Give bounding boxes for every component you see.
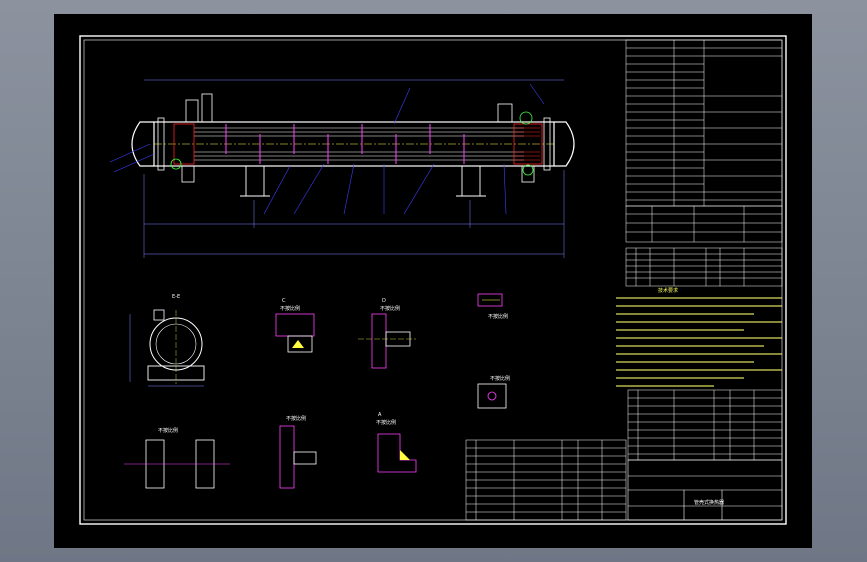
nozzle-bottom-front xyxy=(181,165,195,183)
front-head xyxy=(131,121,154,167)
detail-a-weld-symbol xyxy=(400,450,410,460)
nozzle-table xyxy=(625,247,783,287)
design-data-table xyxy=(625,39,783,207)
cad-drawing: 技术要求 管壳式换热器 xyxy=(79,35,787,525)
title-block-label: 管壳式换热器 xyxy=(694,499,724,506)
weld-callout-3 xyxy=(522,164,534,176)
detail-gasket: 不按比例 xyxy=(477,293,508,320)
nozzle-bottom-rear xyxy=(521,165,535,183)
detail-c-scale: 不按比例 xyxy=(280,305,300,312)
nozzle-vent xyxy=(201,93,213,123)
technical-notes: 技术要求 xyxy=(616,287,782,387)
detail-support-scale: 不按比例 xyxy=(490,375,510,382)
detail-a-profile xyxy=(377,433,417,473)
detail-a-scale: 不按比例 xyxy=(376,419,396,426)
baffles xyxy=(225,124,465,164)
rear-hatch-lines xyxy=(516,127,540,161)
title-block xyxy=(627,459,783,521)
parts-list-bottom xyxy=(465,439,627,521)
detail-c-weld-symbol xyxy=(292,340,304,348)
detail-c: C 不按比例 xyxy=(275,298,315,353)
section-e-e-title: E-E xyxy=(172,294,180,300)
detail-b-scale: 不按比例 xyxy=(286,415,306,422)
detail-d: D 不按比例 xyxy=(358,298,416,369)
detail-baffle-scale: 不按比例 xyxy=(158,427,178,434)
drawing-sheet: 技术要求 管壳式换热器 xyxy=(54,14,812,548)
weld-callout-2 xyxy=(170,158,182,170)
rear-flange xyxy=(543,117,551,171)
rear-head xyxy=(554,121,575,167)
detail-support-plate xyxy=(477,383,507,409)
weld-callout-1 xyxy=(519,111,533,125)
detail-baffle: 不按比例 xyxy=(124,427,230,489)
detail-a-title: A xyxy=(378,412,382,418)
detail-gasket-scale: 不按比例 xyxy=(488,313,508,320)
detail-b: 不按比例 xyxy=(279,415,317,489)
saddle-support-right xyxy=(461,165,481,197)
parts-list-right xyxy=(627,389,783,461)
detail-support-bolt-hole xyxy=(487,391,497,401)
notes-title: 技术要求 xyxy=(658,287,678,294)
tube-bundle xyxy=(194,127,524,161)
detail-a: A 不按比例 xyxy=(376,412,417,473)
detail-c-title: C xyxy=(282,298,286,304)
detail-d-scale: 不按比例 xyxy=(380,305,400,312)
leader-lines xyxy=(109,83,545,215)
dimensions xyxy=(143,79,565,258)
saddle-support-left xyxy=(245,165,265,197)
front-tubesheet-hatch xyxy=(173,123,195,165)
heat-exchanger-elevation xyxy=(109,79,575,258)
detail-gasket-ring xyxy=(477,293,503,307)
outer-border xyxy=(79,35,787,525)
detail-b-plate xyxy=(279,425,295,489)
detail-d-plate xyxy=(371,313,387,369)
detail-support: 不按比例 xyxy=(477,375,510,409)
detail-c-weld-box xyxy=(287,335,313,353)
front-flange xyxy=(157,117,165,171)
detail-c-flange xyxy=(275,313,315,337)
detail-d-title: D xyxy=(382,298,386,304)
nozzle-rear-top xyxy=(497,103,513,123)
detail-b-nozzle xyxy=(293,451,317,465)
notes-text-lines xyxy=(616,297,782,387)
nozzle-inlet-top xyxy=(185,99,199,123)
e-e-nozzle xyxy=(153,309,165,321)
standards-table xyxy=(625,205,783,243)
section-e-e: E-E xyxy=(129,294,205,387)
